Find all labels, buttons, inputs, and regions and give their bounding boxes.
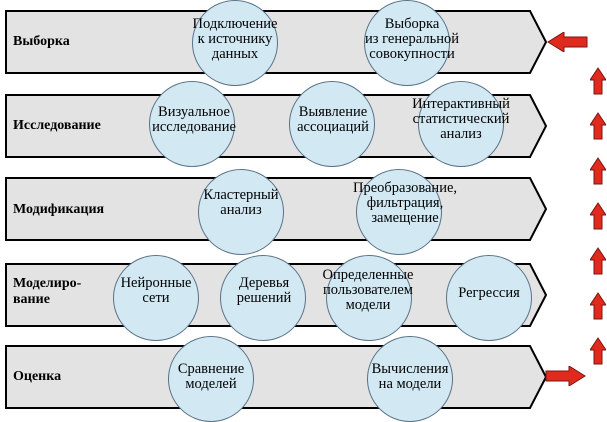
stage-label: Выборка: [13, 34, 70, 49]
stage-circle: [168, 336, 254, 422]
stage-circle: [418, 81, 504, 167]
node-user-models: Определенные пользователем модели: [322, 267, 414, 313]
node-transform-filter: Преобразование, фильтрация, замещение: [352, 180, 458, 226]
stage-label: Моделиро- вание: [13, 276, 82, 307]
stage-band-modification: Модификация Кластерный анализ Преобразов…: [4, 169, 548, 255]
stage-circle: [113, 255, 199, 341]
node-model-computation: Вычисления на модели: [371, 361, 449, 392]
stage-band-shape: [5, 345, 548, 409]
arrow-left-icon: [547, 32, 588, 52]
stage-band-evaluation: Оценка Сравнение моделей Вычисления на м…: [4, 336, 548, 422]
stage-circle: [149, 81, 235, 167]
stage-band-sampling: Выборка Подключение к источнику данных В…: [4, 0, 548, 86]
node-connect-source: Подключение к источнику данных: [192, 16, 278, 62]
arrow-up-icon: [590, 157, 606, 185]
arrow-up-icon: [590, 112, 606, 140]
node-compare-models: Сравнение моделей: [177, 361, 245, 392]
stage-circle: [220, 255, 306, 341]
stage-label: Исследование: [13, 118, 101, 133]
node-interactive-stats: Интерактивный статистический анализ: [412, 96, 510, 142]
stage-band-modeling: Моделиро- вание Нейронные сети Деревья р…: [4, 255, 548, 341]
arrow-up-icon: [590, 67, 606, 95]
stage-band-exploration: Исследование Визуальное исследование Выя…: [4, 81, 548, 167]
node-sample-population: Выборка из генеральной совокупности: [365, 16, 459, 62]
stage-circle: [198, 169, 284, 255]
node-decision-trees: Деревья решений: [236, 275, 292, 306]
stage-circle: [446, 255, 532, 341]
node-visual-exploration: Визуальное исследование: [152, 104, 236, 135]
stage-circle: [356, 169, 442, 255]
node-regression: Регрессия: [458, 285, 520, 301]
node-associations: Выявление ассоциаций: [297, 104, 369, 135]
stage-label: Модификация: [13, 202, 105, 217]
stage-circle: [364, 0, 450, 86]
stage-circle: [192, 0, 278, 86]
arrow-up-icon: [590, 292, 606, 320]
arrow-up-icon: [590, 247, 606, 275]
arrow-up-icon: [590, 202, 606, 230]
stage-circle: [289, 81, 375, 167]
node-neural-networks: Нейронные сети: [120, 275, 192, 306]
arrow-right-icon: [545, 366, 586, 386]
stage-circle: [326, 255, 412, 341]
stage-circle: [367, 336, 453, 422]
node-cluster-analysis: Кластерный анализ: [203, 187, 279, 218]
stage-label: Оценка: [13, 369, 62, 384]
arrow-up-icon: [590, 337, 606, 365]
